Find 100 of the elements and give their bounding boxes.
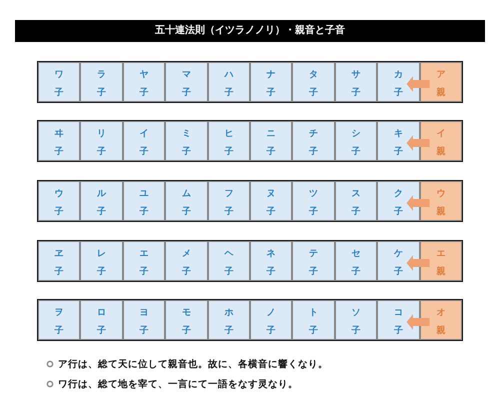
role-label: 子 bbox=[392, 206, 404, 218]
kana-label: ノ bbox=[266, 307, 277, 319]
child-sound-cell bbox=[334, 300, 378, 340]
kana-label: ナ bbox=[266, 69, 277, 81]
kana-label: ヤ bbox=[138, 69, 150, 81]
role-label: 子 bbox=[266, 86, 277, 99]
child-sound-cell bbox=[292, 62, 335, 102]
child-sound-cell bbox=[38, 181, 80, 221]
role-label: 子 bbox=[138, 206, 150, 218]
role-label: 子 bbox=[392, 324, 404, 337]
kana-label: ヰ bbox=[54, 128, 65, 140]
parent-sound-cell bbox=[420, 181, 462, 221]
kana-label: タ bbox=[308, 69, 320, 81]
role-label: 子 bbox=[392, 266, 404, 278]
child-sound-cell bbox=[377, 181, 420, 221]
role-label: 子 bbox=[223, 266, 234, 278]
child-sound-cell bbox=[377, 121, 420, 161]
note-text: ア行は、総て天に位して親音也。故に、各横音に響くなり。 bbox=[58, 358, 328, 371]
kana-label: ツ bbox=[308, 188, 320, 200]
parent-sound-cell bbox=[420, 300, 462, 340]
child-sound-cell bbox=[292, 300, 335, 340]
kana-label: ミ bbox=[180, 128, 192, 140]
child-sound-cell bbox=[122, 62, 166, 102]
child-sound-cell bbox=[334, 181, 378, 221]
arrow bbox=[406, 255, 430, 271]
kana-label: イ bbox=[138, 128, 150, 140]
kana-label: モ bbox=[180, 307, 192, 319]
kana-label: フ bbox=[223, 188, 234, 200]
kana-label: ヒ bbox=[223, 128, 234, 140]
kana-label: ヲ bbox=[54, 307, 65, 319]
role-label: 子 bbox=[223, 86, 234, 99]
child-sound-cell bbox=[292, 121, 335, 161]
child-sound-cell bbox=[250, 181, 292, 221]
role-label: 子 bbox=[54, 266, 65, 278]
role-label: 子 bbox=[138, 324, 150, 337]
kana-label: キ bbox=[392, 128, 404, 140]
role-label: 子 bbox=[392, 86, 404, 99]
kana-label: レ bbox=[96, 248, 108, 260]
kana-label: エ bbox=[435, 248, 446, 260]
kana-label: ケ bbox=[392, 248, 404, 260]
kana-label: リ bbox=[96, 128, 108, 140]
child-sound-cell bbox=[208, 241, 250, 281]
kana-label: セ bbox=[350, 248, 362, 260]
child-sound-cell bbox=[208, 300, 250, 340]
kana-label: ヌ bbox=[266, 188, 277, 200]
role-label: 子 bbox=[180, 324, 192, 337]
child-sound-cell bbox=[80, 241, 123, 281]
role-label: 子 bbox=[350, 86, 362, 99]
role-label: 子 bbox=[308, 266, 320, 278]
role-label: 子 bbox=[223, 146, 234, 158]
parent-sound-cell bbox=[420, 241, 462, 281]
role-label: 子 bbox=[54, 86, 65, 99]
kana-label: オ bbox=[435, 307, 446, 319]
role-label: 子 bbox=[180, 206, 192, 218]
title-bar: 五十連法則（イツラノノリ）・親音と子音 bbox=[15, 20, 485, 42]
role-label: 親 bbox=[435, 324, 446, 337]
role-label: 子 bbox=[138, 146, 150, 158]
role-label: 子 bbox=[266, 266, 277, 278]
note-text: ワ行は、総て地を宰て、一言にて一語をなす灵なり。 bbox=[58, 378, 298, 391]
kana-label: ハ bbox=[223, 69, 234, 81]
kana-label: ヘ bbox=[223, 248, 234, 260]
kana-label: ロ bbox=[96, 307, 108, 319]
child-sound-cell bbox=[208, 121, 250, 161]
kana-label: カ bbox=[392, 69, 404, 81]
kana-label: ト bbox=[308, 307, 320, 319]
child-sound-cell bbox=[165, 300, 208, 340]
kana-label: メ bbox=[180, 248, 192, 260]
role-label: 子 bbox=[180, 146, 192, 158]
kana-label: イ bbox=[435, 128, 446, 140]
role-label: 子 bbox=[308, 86, 320, 99]
child-sound-cell bbox=[292, 181, 335, 221]
parent-sound-cell bbox=[420, 62, 462, 102]
child-sound-cell bbox=[38, 241, 80, 281]
arrow bbox=[406, 314, 430, 330]
child-sound-cell bbox=[122, 241, 166, 281]
child-sound-cell bbox=[208, 181, 250, 221]
role-label: 子 bbox=[350, 266, 362, 278]
child-sound-cell bbox=[80, 62, 123, 102]
role-label: 親 bbox=[435, 145, 446, 158]
role-label: 親 bbox=[435, 86, 446, 99]
kana-label: エ bbox=[138, 248, 150, 260]
child-sound-cell bbox=[80, 121, 123, 161]
arrow bbox=[406, 76, 430, 92]
kana-label: ホ bbox=[223, 307, 234, 319]
role-label: 子 bbox=[138, 266, 150, 278]
role-label: 子 bbox=[266, 146, 277, 158]
role-label: 子 bbox=[96, 206, 108, 218]
kana-label: ウ bbox=[435, 188, 446, 200]
parent-sound-cell bbox=[420, 121, 462, 161]
role-label: 子 bbox=[180, 266, 192, 278]
kana-label: マ bbox=[180, 69, 192, 81]
child-sound-cell bbox=[122, 181, 166, 221]
arrow bbox=[406, 135, 430, 151]
child-sound-cell bbox=[165, 121, 208, 161]
child-sound-cell bbox=[208, 62, 250, 102]
child-sound-cell bbox=[334, 241, 378, 281]
child-sound-cell bbox=[334, 62, 378, 102]
child-sound-cell bbox=[165, 62, 208, 102]
kana-label: ニ bbox=[266, 128, 277, 140]
kana-label: コ bbox=[392, 307, 404, 319]
